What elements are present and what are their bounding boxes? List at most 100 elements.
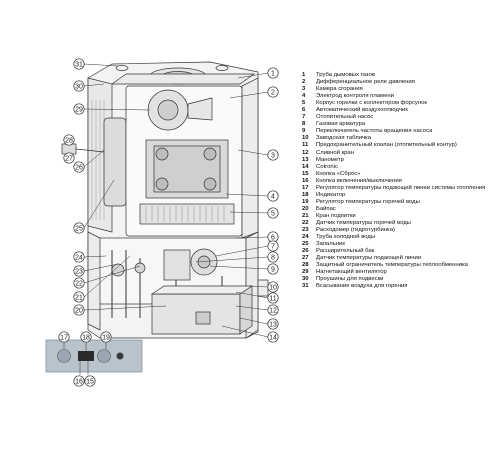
legend-label: Автоматический воздухоотводчик xyxy=(316,107,408,114)
callout-22: 22 xyxy=(73,277,85,289)
legend-label: Датчик температуры подающей линии xyxy=(316,255,422,262)
svg-text:28: 28 xyxy=(65,137,73,144)
svg-text:18: 18 xyxy=(82,334,90,341)
callout-17: 17 xyxy=(58,331,70,343)
svg-text:21: 21 xyxy=(75,294,83,301)
svg-text:9: 9 xyxy=(271,266,275,273)
svg-text:14: 14 xyxy=(269,334,277,341)
gas-valve xyxy=(163,249,191,281)
legend-label: Камера сгорания xyxy=(316,86,363,93)
display-indicator xyxy=(78,351,94,361)
legend-label: Газовая арматура xyxy=(316,121,366,128)
callout-14: 14 xyxy=(267,331,279,343)
legend-label: Труба дымовых газов xyxy=(316,72,375,78)
callout-26: 26 xyxy=(73,161,85,173)
legend-item-16: 16 Кнопка включения/выключения xyxy=(302,178,497,185)
legend-label: Cotronic xyxy=(316,163,338,170)
callout-5: 5 xyxy=(267,207,279,219)
callout-20: 20 xyxy=(73,304,85,316)
svg-text:22: 22 xyxy=(75,280,83,287)
legend-label: Труба холодной воды xyxy=(316,234,376,241)
callout-30: 30 xyxy=(73,80,85,92)
svg-text:1: 1 xyxy=(271,70,275,77)
legend-label: Электрод контроля пламени xyxy=(316,93,394,100)
svg-text:2: 2 xyxy=(271,89,275,96)
legend-number: 29 xyxy=(302,269,309,276)
legend-label: Запальник xyxy=(316,241,345,248)
legend-label: Корпус горелки с коллектором форсунок xyxy=(316,100,427,107)
legend-number: 14 xyxy=(302,163,309,170)
callout-28: 28 xyxy=(63,134,75,146)
legend-label: Всасывание воздуха для горения xyxy=(316,283,408,290)
legend-number: 11 xyxy=(302,142,309,149)
callout-27: 27 xyxy=(63,152,75,164)
svg-text:12: 12 xyxy=(269,307,277,314)
callout-4: 4 xyxy=(267,190,279,202)
svg-text:8: 8 xyxy=(271,254,275,261)
svg-text:3: 3 xyxy=(271,152,275,159)
legend-label: Проушины для подвески xyxy=(316,276,384,283)
svg-text:4: 4 xyxy=(271,193,275,200)
legend-label: Сливной кран xyxy=(316,149,354,156)
legend-number: 24 xyxy=(302,234,309,241)
legend-number: 4 xyxy=(302,93,306,100)
flow-temperature-knob[interactable] xyxy=(57,349,71,363)
legend-item-29: 29 Нагнетающий вентилятор xyxy=(302,269,497,276)
svg-text:11: 11 xyxy=(269,295,276,302)
svg-text:17: 17 xyxy=(60,334,68,341)
callout-25: 25 xyxy=(73,222,85,234)
legend-label: Нагнетающий вентилятор xyxy=(316,269,387,276)
legend-number: 23 xyxy=(302,227,309,234)
legend-number: 31 xyxy=(302,283,309,290)
callout-12: 12 xyxy=(267,304,279,316)
svg-text:6: 6 xyxy=(271,234,275,241)
svg-text:10: 10 xyxy=(269,284,277,291)
svg-text:13: 13 xyxy=(269,321,277,328)
legend-label: Дифференциальное реле давления xyxy=(316,79,415,86)
legend-number: 18 xyxy=(302,191,309,198)
legend-number: 5 xyxy=(302,100,306,107)
callout-3: 3 xyxy=(267,149,279,161)
legend-number: 16 xyxy=(302,177,309,184)
legend-label: Заводская табличка xyxy=(316,135,372,142)
svg-text:31: 31 xyxy=(75,61,83,68)
legend-number: 6 xyxy=(302,107,306,114)
power-button[interactable] xyxy=(116,352,124,360)
svg-text:7: 7 xyxy=(271,243,275,250)
callout-16: 16 xyxy=(73,375,85,387)
legend-number: 19 xyxy=(302,198,309,205)
svg-text:30: 30 xyxy=(75,83,83,90)
callout-15: 15 xyxy=(84,375,96,387)
legend-label: Отопительный насос xyxy=(316,114,374,121)
legend-number: 22 xyxy=(302,219,309,226)
svg-text:25: 25 xyxy=(75,225,83,232)
legend-item-24: 24 Труба холодной воды xyxy=(302,234,497,241)
legend-item-4: 4 Электрод контроля пламени xyxy=(302,93,497,100)
callout-9: 9 xyxy=(267,263,279,275)
legend-number: 26 xyxy=(302,248,309,255)
callout-23: 23 xyxy=(73,265,85,277)
legend-number: 20 xyxy=(302,205,309,212)
svg-text:5: 5 xyxy=(271,210,275,217)
legend-label: Кнопка включения/выключения xyxy=(316,177,402,184)
hot-water-knob[interactable] xyxy=(97,349,111,363)
control-panel xyxy=(45,339,143,373)
legend-item-14: 14 Cotronic xyxy=(302,164,497,171)
legend-label: Предохранительный клапан (отопительный к… xyxy=(316,142,457,149)
callout-8: 8 xyxy=(267,251,279,263)
legend-label: Регулятор температуры подающей линии сис… xyxy=(316,184,486,191)
